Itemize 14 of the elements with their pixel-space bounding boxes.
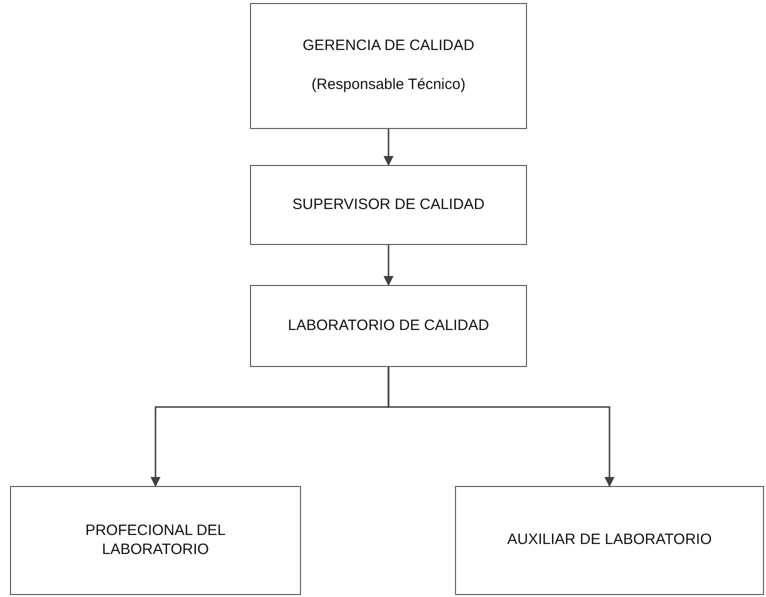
arrow xyxy=(384,245,394,286)
arrow xyxy=(388,367,614,487)
arrow xyxy=(384,129,394,166)
org-box xyxy=(250,3,527,129)
box-label: SUPERVISOR DE CALIDAD xyxy=(292,196,485,214)
box-label: AUXILIAR DE LABORATORIO xyxy=(507,531,712,550)
box-label: LABORATORIO DE CALIDAD xyxy=(288,316,490,336)
org-box xyxy=(455,486,764,595)
org-box xyxy=(250,165,527,245)
box-label: (Responsable Técnico) xyxy=(312,76,466,95)
org-box xyxy=(250,285,527,367)
org-box xyxy=(10,486,301,595)
box-label: PROFECIONAL DEL LABORATORIO xyxy=(84,522,227,560)
box-label: GERENCIA DE CALIDAD xyxy=(302,37,474,56)
